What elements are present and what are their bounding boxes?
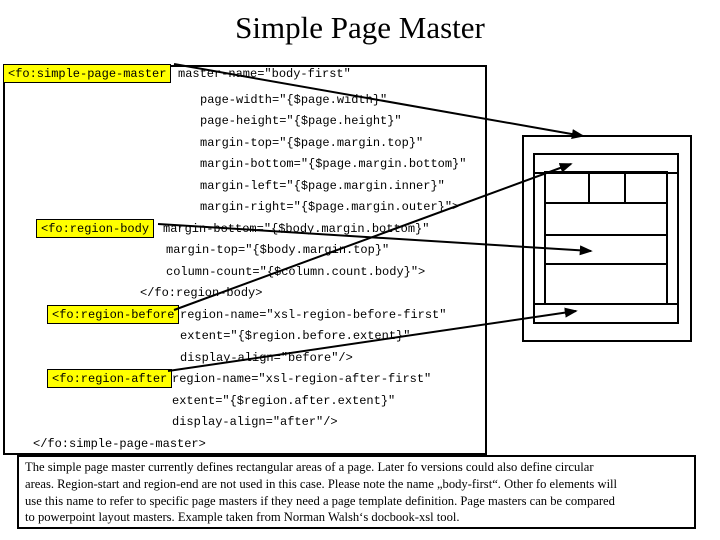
code-line: page-width="{$page.width}" <box>0 90 487 110</box>
code-line: margin-top="{$page.margin.top}" <box>0 133 487 153</box>
code-attribute-text: column-count="{$column.count.body}"> <box>166 265 426 279</box>
code-attribute-text: margin-top="{$page.margin.top}" <box>200 136 424 150</box>
code-line: </fo:simple-page-master> <box>0 434 487 454</box>
diagram-row-divider <box>546 202 666 204</box>
code-attribute-text: margin-bottom="{$body.margin.bottom}" <box>163 222 430 236</box>
diagram-row-divider <box>546 234 666 236</box>
code-attribute-text: extent="{$region.after.extent}" <box>172 394 396 408</box>
fo-element-highlight: <fo:region-body <box>36 219 155 238</box>
diagram-column-divider <box>624 173 626 202</box>
code-attribute-text: </fo:simple-page-master> <box>33 437 206 451</box>
code-line: margin-right="{$page.margin.outer}"> <box>0 197 487 217</box>
code-attribute-text: margin-right="{$page.margin.outer}"> <box>200 200 460 214</box>
diagram-column-divider <box>588 173 590 202</box>
fo-element-highlight: <fo:simple-page-master <box>3 64 172 83</box>
diagram-row-divider <box>546 263 666 265</box>
fo-element-highlight: <fo:region-before <box>47 305 180 324</box>
note-line: to powerpoint layout masters. Example ta… <box>25 510 460 525</box>
code-line: </fo:region-body> <box>0 283 487 303</box>
code-attribute-text: display-align="before"/> <box>180 351 353 365</box>
code-attribute-text: display-align="after"/> <box>172 415 338 429</box>
code-line: <fo:region-body margin-bottom="{$body.mar… <box>0 219 487 239</box>
diagram-region-after-rect <box>533 303 679 324</box>
code-attribute-text: page-width="{$page.width}" <box>200 93 388 107</box>
code-attribute-text: margin-top="{$body.margin.top}" <box>166 243 390 257</box>
note-box: The simple page master currently defines… <box>17 455 696 529</box>
code-attribute-text: extent="{$region.before.extent}" <box>180 329 411 343</box>
code-attribute-text: page-height="{$page.height}" <box>200 114 402 128</box>
fo-element-highlight: <fo:region-after <box>47 369 173 388</box>
code-line: extent="{$region.before.extent}" <box>0 326 487 346</box>
slide-title: Simple Page Master <box>235 10 485 45</box>
code-attribute-text: margin-left="{$page.margin.inner}" <box>200 179 445 193</box>
note-line: The simple page master currently defines… <box>25 460 594 474</box>
note-line: use this name to refer to specific page … <box>25 493 615 508</box>
code-line: extent="{$region.after.extent}" <box>0 391 487 411</box>
code-line: margin-bottom="{$page.margin.bottom}" <box>0 154 487 174</box>
code-attribute-text: margin-bottom="{$page.margin.bottom}" <box>200 157 467 171</box>
code-line: <fo:simple-page-master master-name="body-… <box>0 64 487 84</box>
code-attribute-text: region-name="xsl-region-after-first" <box>172 372 432 386</box>
code-attribute-text: master-name="body-first" <box>178 67 351 81</box>
code-attribute-text: </fo:region-body> <box>140 286 263 300</box>
note-line: areas. Region-start and region-end are n… <box>25 476 618 491</box>
code-attribute-text: region-name="xsl-region-before-first" <box>180 308 447 322</box>
diagram-region-body-rect <box>544 171 668 305</box>
code-line: margin-top="{$body.margin.top}" <box>0 240 487 260</box>
code-line: page-height="{$page.height}" <box>0 111 487 131</box>
code-line: column-count="{$column.count.body}"> <box>0 262 487 282</box>
code-line: margin-left="{$page.margin.inner}" <box>0 176 487 196</box>
code-line: display-align="before"/> <box>0 348 487 368</box>
code-line: display-align="after"/> <box>0 412 487 432</box>
